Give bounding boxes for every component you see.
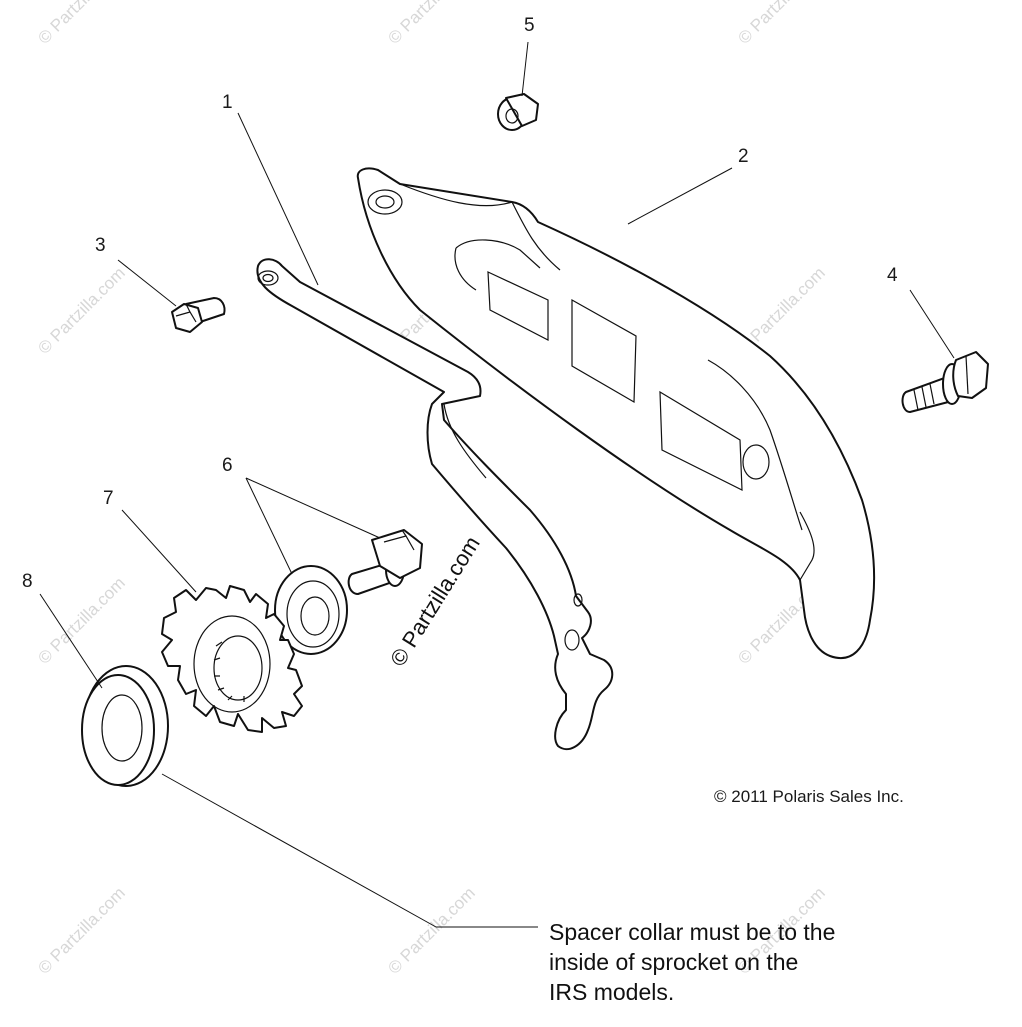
part-4-flange-bolt-long[interactable] bbox=[901, 351, 989, 413]
leader-7 bbox=[121, 509, 197, 593]
part-2-chain-guard-cover[interactable] bbox=[356, 167, 876, 659]
note-text: Spacer collar must be to the inside of s… bbox=[549, 917, 929, 1007]
callout-labels: 1 2 3 4 5 6 7 8 bbox=[22, 15, 898, 592]
leader-5 bbox=[521, 41, 529, 97]
part-8-spacer-collar[interactable] bbox=[81, 665, 169, 787]
watermark: © Partzilla.com bbox=[384, 0, 478, 48]
callout-3: 3 bbox=[95, 235, 106, 256]
watermark: © Partzilla.com bbox=[34, 263, 128, 357]
callout-2: 2 bbox=[738, 146, 749, 167]
callout-5: 5 bbox=[524, 15, 535, 36]
callout-7: 7 bbox=[103, 488, 114, 509]
callout-8: 8 bbox=[22, 571, 33, 592]
watermark: © Partzilla.com bbox=[34, 883, 128, 977]
watermark: © Partzilla.com bbox=[384, 883, 478, 977]
note-line-3: IRS models. bbox=[549, 979, 675, 1005]
leader-6a bbox=[245, 477, 293, 575]
callout-1: 1 bbox=[222, 92, 233, 113]
callout-4: 4 bbox=[887, 265, 898, 286]
watermark: © Partzilla.com bbox=[734, 0, 828, 48]
note-line-1: Spacer collar must be to the bbox=[549, 919, 836, 945]
callout-6: 6 bbox=[222, 455, 233, 476]
watermark: © Partzilla.com bbox=[34, 0, 128, 48]
part-6-bolt-and-washer[interactable] bbox=[274, 529, 423, 655]
leader-2 bbox=[627, 167, 733, 225]
part-7-drive-sprocket[interactable] bbox=[161, 585, 303, 733]
leader-note bbox=[161, 773, 437, 928]
leader-6b bbox=[245, 477, 381, 539]
leader-8 bbox=[39, 593, 103, 689]
part-5-flange-nut[interactable] bbox=[497, 93, 539, 131]
leader-1 bbox=[237, 112, 319, 286]
watermark: © Partzilla.com bbox=[34, 573, 128, 667]
leader-3 bbox=[117, 259, 177, 307]
leader-lines bbox=[39, 41, 955, 928]
part-3-flange-bolt-small[interactable] bbox=[171, 297, 226, 333]
leader-4 bbox=[909, 289, 955, 359]
copyright-text: © 2011 Polaris Sales Inc. bbox=[714, 787, 904, 806]
note-line-2: inside of sprocket on the bbox=[549, 949, 799, 975]
part-1-guard-bracket[interactable] bbox=[256, 258, 614, 751]
